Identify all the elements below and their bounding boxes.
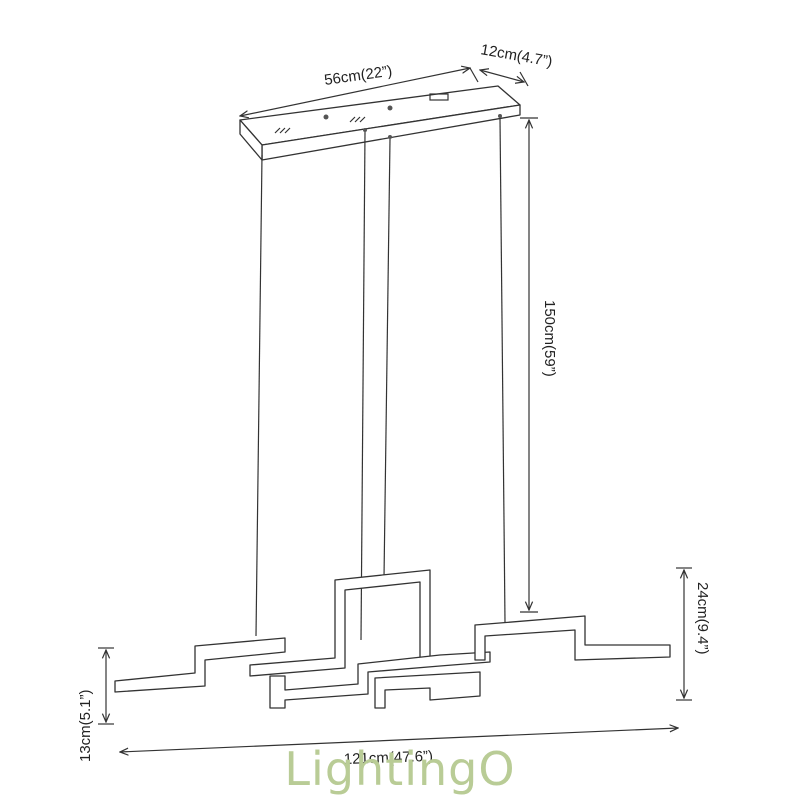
canopy-length-label: 56cm(22”) [323,63,393,89]
total-length-label: 121cm(47.6”) [344,748,434,768]
dimension-cable-length: 150cm(59”) [520,117,558,613]
dimension-total-length: 121cm(47.6”) [120,728,678,768]
dimension-fixture-height: 24cm(9.4”) [676,567,711,701]
dimension-canopy-width: 12cm(4.7”) [469,41,554,87]
fixture-height-label: 24cm(9.4”) [694,582,711,655]
brand-logo: LightingO [284,742,516,796]
step-height-label: 13cm(5.1”) [77,689,94,762]
dimension-step-height: 13cm(5.1”) [77,647,114,762]
suspension-cables [255,117,506,641]
canopy-width-label: 12cm(4.7”) [479,41,553,70]
canopy [239,85,521,161]
fixture-body [114,569,671,709]
cable-length-label: 150cm(59”) [541,300,558,377]
